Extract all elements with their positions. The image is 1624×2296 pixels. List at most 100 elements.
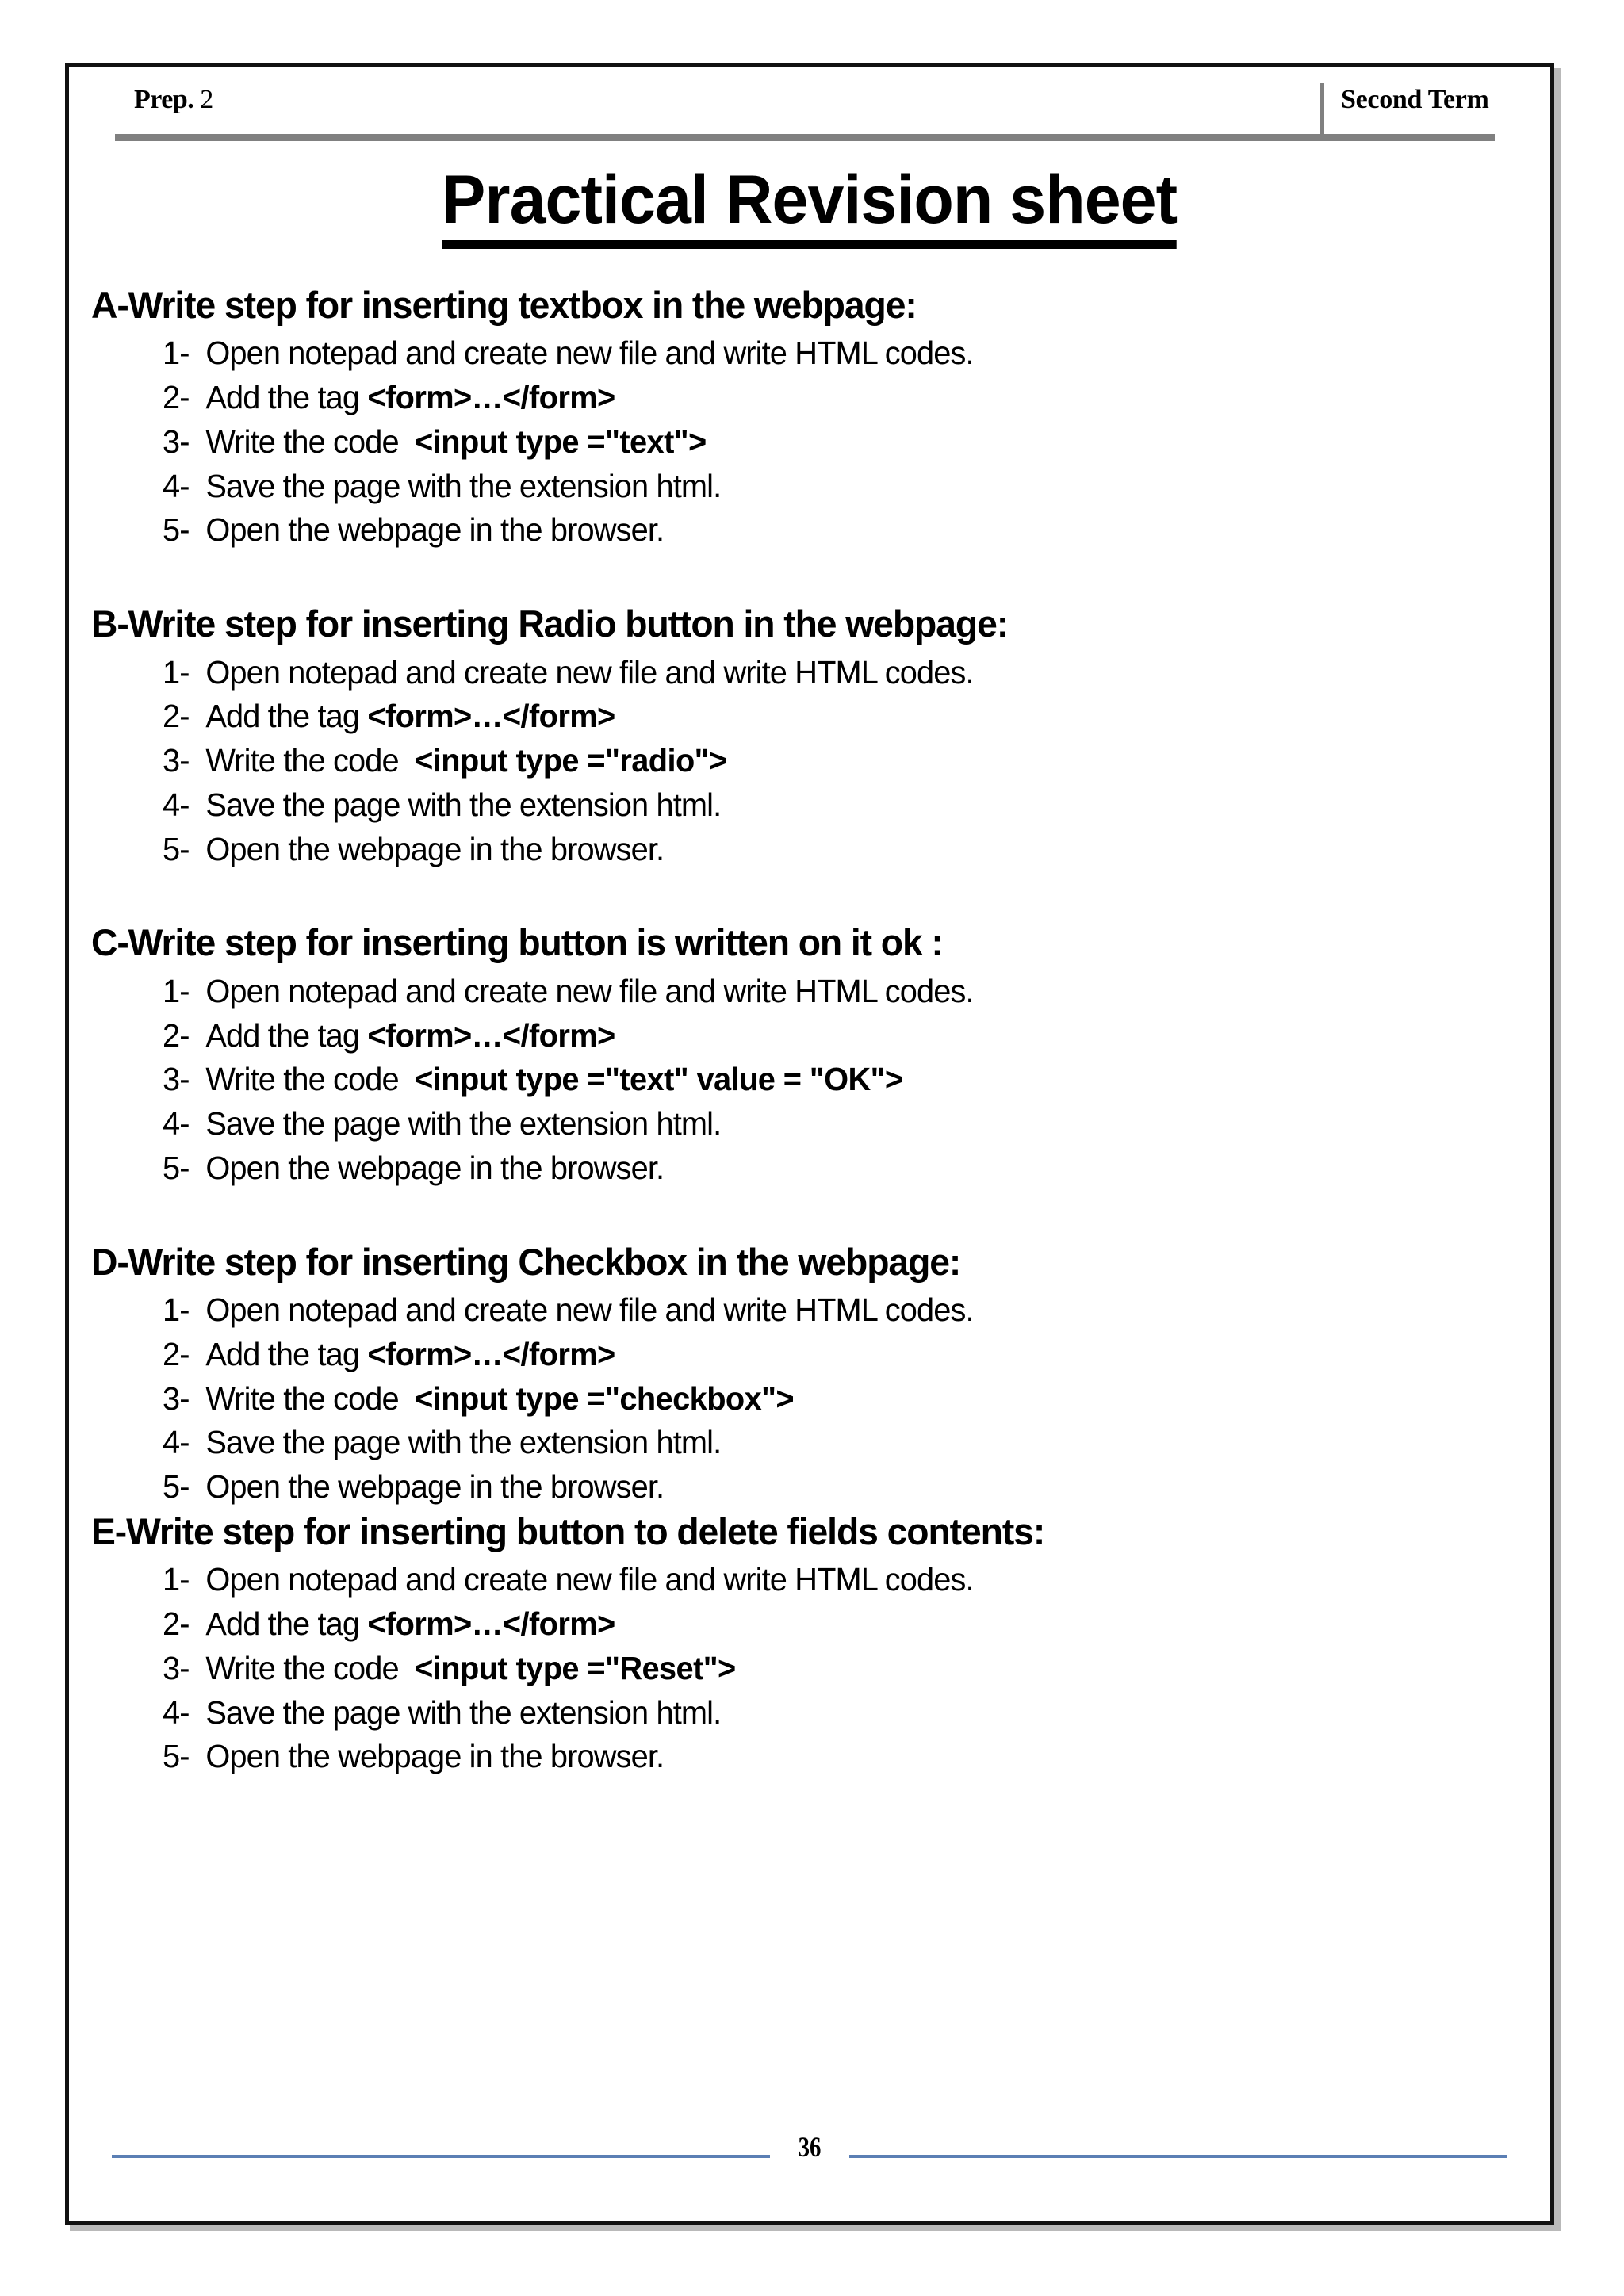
step-text-plain: Write the code <box>205 423 416 460</box>
section-heading: B-Write step for inserting Radio button … <box>91 603 1009 645</box>
step-item: 5-Open the webpage in the browser. <box>163 1735 1509 1779</box>
step-code-snippet: <input type ="text" value = "OK"> <box>415 1061 903 1098</box>
step-text-plain: Write the code <box>205 1061 416 1098</box>
step-code-snippet: <input type ="radio"> <box>415 742 727 779</box>
step-text: Open the webpage in the browser. <box>205 1146 665 1191</box>
step-text-plain: Open notepad and create new file and wri… <box>205 1561 974 1598</box>
step-marker: 1- <box>163 335 190 372</box>
step-text: Open the webpage in the browser. <box>205 828 665 872</box>
step-text-plain: Add the tag <box>205 1605 368 1643</box>
step-list: 1- Open notepad and create new file and w… <box>69 651 1550 872</box>
step-text-plain: Open the webpage in the browser. <box>205 511 665 549</box>
step-code-snippet: <input type ="text"> <box>415 423 707 460</box>
step-marker: 2- <box>163 379 190 416</box>
step-item: 3-Write the code <input type ="text" val… <box>163 1058 1509 1102</box>
step-text: Open the webpage in the browser. <box>205 1465 665 1510</box>
step-text: Save the page with the extension html. <box>205 1691 722 1735</box>
step-text: Add the tag <form>…</form> <box>205 1602 615 1647</box>
step-marker: 3- <box>163 423 190 460</box>
step-list: 1- Open notepad and create new file and w… <box>69 1558 1550 1779</box>
header-term-label: Second Term <box>1341 85 1489 114</box>
step-marker: 5- <box>163 1149 190 1186</box>
section: A-Write step for inserting textbox in th… <box>69 283 1550 553</box>
step-item: 1- Open notepad and create new file and w… <box>163 970 1509 1014</box>
header-grade-prefix: Prep. <box>134 85 194 114</box>
step-text: Add the tag <form>…</form> <box>205 695 615 739</box>
step-marker: 3- <box>163 1380 190 1417</box>
step-item: 2- Add the tag <form>…</form> <box>163 1333 1509 1377</box>
sections-container: A-Write step for inserting textbox in th… <box>69 283 1550 1779</box>
step-code-snippet: <form>…</form> <box>367 1335 615 1372</box>
step-text-plain: Add the tag <box>205 1016 368 1054</box>
step-text-plain: Save the page with the extension html. <box>205 1424 722 1461</box>
step-text-plain: Save the page with the extension html. <box>205 1105 722 1142</box>
step-text: Write the code <input type ="text"> <box>205 420 707 465</box>
step-text: Add the tag <form>…</form> <box>205 376 615 420</box>
step-item: 5-Open the webpage in the browser. <box>163 508 1509 553</box>
step-item: 2- Add the tag <form>…</form> <box>163 376 1509 420</box>
step-text: Open notepad and create new file and wri… <box>205 1558 974 1602</box>
step-marker: 5- <box>163 830 190 867</box>
step-item: 2- Add the tag <form>…</form> <box>163 695 1509 739</box>
step-text: Open notepad and create new file and wri… <box>205 651 974 695</box>
step-marker: 4- <box>163 786 190 823</box>
step-text: Write the code <input type ="Reset"> <box>205 1647 736 1691</box>
step-text: Open notepad and create new file and wri… <box>205 970 974 1014</box>
step-text: Write the code <input type ="text" value… <box>205 1058 903 1102</box>
step-item: 4- Save the page with the extension html. <box>163 1102 1509 1146</box>
step-text-plain: Open the webpage in the browser. <box>205 1738 665 1775</box>
step-text-plain: Add the tag <box>205 698 368 735</box>
step-text-plain: Add the tag <box>205 379 368 416</box>
step-marker: 1- <box>163 972 190 1009</box>
page-title-text: Practical Revision sheet <box>442 164 1178 250</box>
step-item: 1- Open notepad and create new file and w… <box>163 331 1509 376</box>
step-marker: 2- <box>163 698 190 735</box>
step-marker: 4- <box>163 1424 190 1461</box>
step-text: Add the tag <form>…</form> <box>205 1333 615 1377</box>
section-heading: C-Write step for inserting button is wri… <box>91 921 944 964</box>
step-text-plain: Open notepad and create new file and wri… <box>205 653 974 691</box>
step-marker: 2- <box>163 1016 190 1054</box>
step-marker: 1- <box>163 1561 190 1598</box>
step-text: Save the page with the extension html. <box>205 1421 722 1465</box>
footer-rule-right <box>849 2155 1507 2158</box>
section: E-Write step for inserting button to del… <box>69 1510 1550 1779</box>
step-marker: 3- <box>163 742 190 779</box>
step-item: 1- Open notepad and create new file and w… <box>163 1558 1509 1602</box>
step-text: Open the webpage in the browser. <box>205 1735 665 1779</box>
step-text: Write the code <input type ="radio"> <box>205 739 727 783</box>
header-row: Prep. 2 Second Term <box>69 75 1550 140</box>
page-header: Prep. 2 Second Term <box>69 67 1550 163</box>
step-text-plain: Save the page with the extension html. <box>205 467 722 504</box>
header-grade-value: 2 <box>200 85 213 114</box>
header-grade-label: Prep. 2 <box>134 85 213 115</box>
section-heading: E-Write step for inserting button to del… <box>91 1510 1045 1552</box>
step-item: 4-Save the page with the extension html. <box>163 1691 1509 1735</box>
step-item: 4- Save the page with the extension html. <box>163 783 1509 828</box>
section-heading: A-Write step for inserting textbox in th… <box>91 284 917 326</box>
step-item: 2-Add the tag <form>…</form> <box>163 1602 1509 1647</box>
step-marker: 4- <box>163 1105 190 1142</box>
step-list: 1-Open notepad and create new file and w… <box>69 1288 1550 1510</box>
page-footer: 36 <box>69 2129 1550 2184</box>
step-code-snippet: <form>…</form> <box>367 1016 615 1054</box>
step-text-plain: Add the tag <box>205 1335 368 1372</box>
footer-rule-left <box>112 2155 770 2158</box>
step-item: 5-Open the webpage in the browser. <box>163 1465 1509 1510</box>
section: B-Write step for inserting Radio button … <box>69 602 1550 871</box>
step-text-plain: Open notepad and create new file and wri… <box>205 335 974 372</box>
step-item: 3- Write the code <input type ="text"> <box>163 420 1509 465</box>
page-number: 36 <box>798 2131 822 2163</box>
step-text: Save the page with the extension html. <box>205 783 722 828</box>
step-code-snippet: <input type ="Reset"> <box>415 1649 736 1686</box>
step-list: 1- Open notepad and create new file and w… <box>69 970 1550 1191</box>
step-marker: 2- <box>163 1335 190 1372</box>
step-marker: 1- <box>163 653 190 691</box>
step-text-plain: Write the code <box>205 1380 416 1417</box>
page-title: Practical Revision sheet <box>69 164 1550 250</box>
header-rule <box>115 134 1495 141</box>
section-heading: D-Write step for inserting Checkbox in t… <box>91 1240 961 1283</box>
step-code-snippet: <form>…</form> <box>367 379 615 416</box>
step-marker: 3- <box>163 1649 190 1686</box>
step-code-snippet: <form>…</form> <box>367 698 615 735</box>
